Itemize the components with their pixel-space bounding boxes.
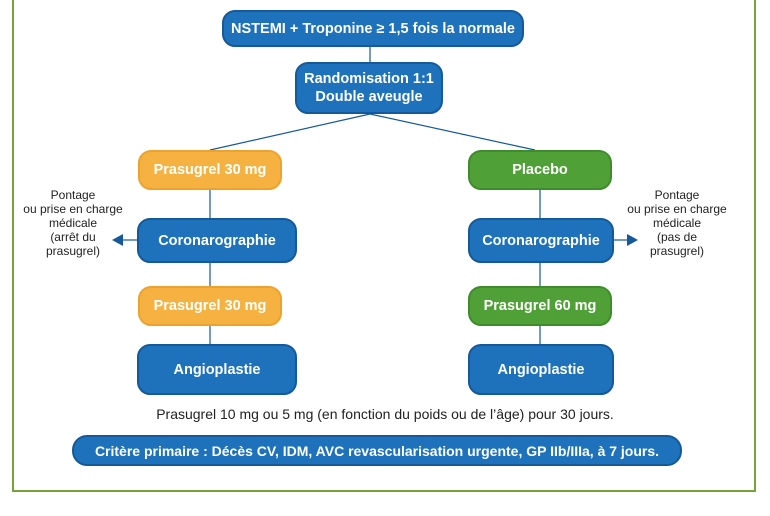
left-step1-text: Prasugrel 30 mg — [153, 162, 267, 178]
right-arrow-icon — [627, 234, 638, 246]
followup-text: Prasugrel 10 mg ou 5 mg (en fonction du … — [156, 406, 614, 422]
diagram-frame — [12, 0, 756, 492]
right-step1-text: Placebo — [512, 162, 568, 178]
left-note-line: Pontage — [50, 188, 96, 202]
inclusion-text: NSTEMI + Troponine ≥ 1,5 fois la normale — [231, 20, 515, 37]
left-angioplasty-box: Angioplastie — [137, 344, 297, 395]
left-step4-text: Angioplastie — [173, 361, 261, 378]
left-note-line: prasugrel) — [45, 244, 101, 258]
left-arrow-icon — [112, 234, 123, 246]
left-prasugrel-30-box: Prasugrel 30 mg — [138, 150, 282, 190]
right-note-line: (pas de — [656, 230, 698, 244]
inclusion-box: NSTEMI + Troponine ≥ 1,5 fois la normale — [222, 10, 524, 47]
left-note-line: médicale — [48, 216, 98, 230]
left-side-note: Pontage ou prise en charge médicale (arr… — [14, 188, 132, 258]
left-prasugrel-30-second-box: Prasugrel 30 mg — [138, 286, 282, 326]
left-coronarography-box: Coronarographie — [137, 218, 297, 263]
right-note-line: médicale — [652, 216, 702, 230]
randomisation-line1: Randomisation 1:1 — [304, 71, 434, 87]
right-note-line: Pontage — [654, 188, 700, 202]
left-step2-text: Coronarographie — [158, 232, 276, 249]
right-prasugrel-60-box: Prasugrel 60 mg — [468, 286, 612, 326]
left-note-line: ou prise en charge — [23, 202, 123, 216]
right-side-note: Pontage ou prise en charge médicale (pas… — [614, 188, 740, 258]
placebo-box: Placebo — [468, 150, 612, 190]
right-step2-text: Coronarographie — [482, 232, 600, 249]
left-step3-text: Prasugrel 30 mg — [153, 298, 267, 314]
right-angioplasty-box: Angioplastie — [468, 344, 614, 395]
randomisation-box: Randomisation 1:1 Double aveugle — [295, 62, 443, 114]
randomisation-line2: Double aveugle — [315, 89, 423, 105]
right-note-line: ou prise en charge — [627, 202, 727, 216]
right-coronarography-box: Coronarographie — [468, 218, 614, 263]
primary-endpoint-banner: Critère primaire : Décès CV, IDM, AVC re… — [72, 435, 682, 466]
left-note-line: (arrêt du — [50, 230, 96, 244]
right-step3-text: Prasugrel 60 mg — [483, 298, 597, 314]
primary-endpoint-text: Critère primaire : Décès CV, IDM, AVC re… — [94, 442, 660, 459]
right-note-line: prasugrel) — [649, 244, 705, 258]
right-step4-text: Angioplastie — [497, 361, 585, 378]
